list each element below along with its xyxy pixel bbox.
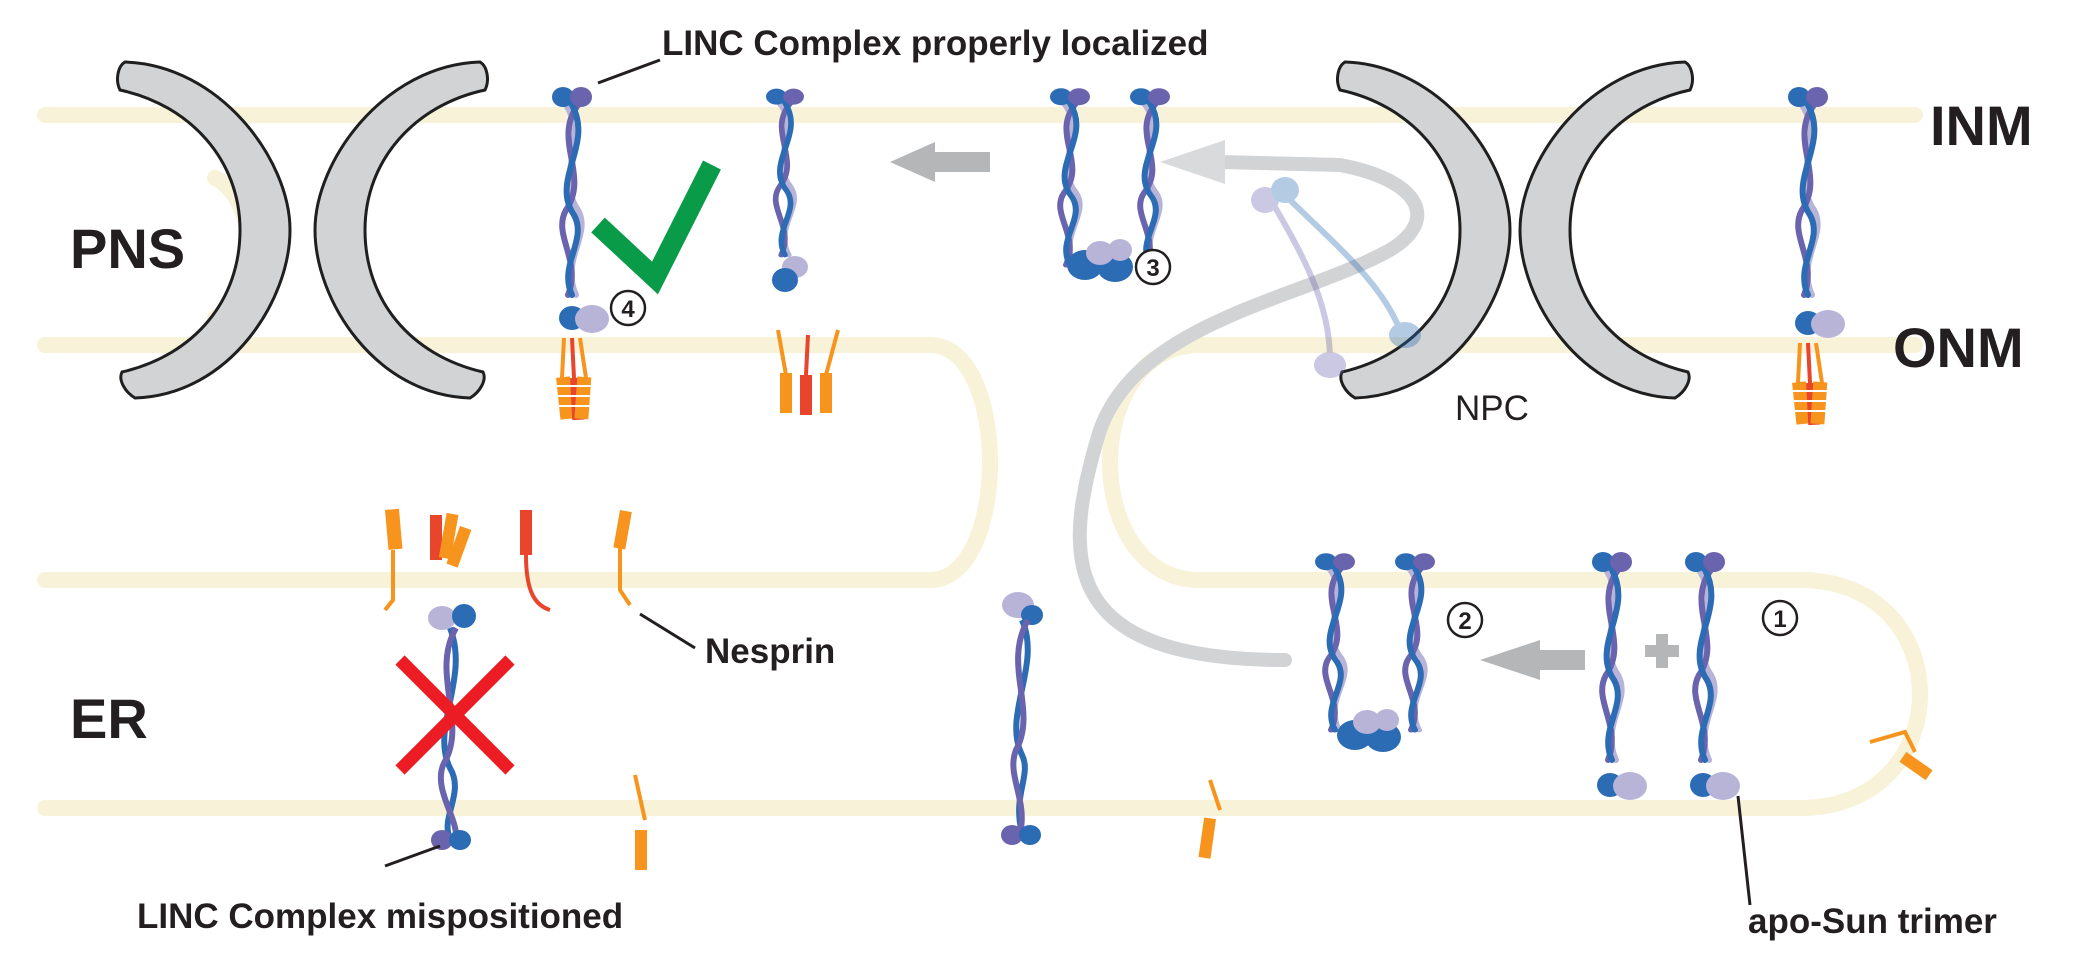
apo-sun-trimer-a (1592, 552, 1647, 800)
label-apo-sun-trimer: apo-Sun trimer (1748, 902, 1997, 941)
step-3-marker: 3 (1134, 248, 1172, 286)
label-pns: PNS (70, 217, 185, 280)
label-npc: NPC (1455, 389, 1529, 428)
label-nesprin: Nesprin (705, 632, 835, 671)
svg-text:3: 3 (1146, 255, 1159, 282)
npc-left (116, 60, 489, 400)
label-onm: ONM (1893, 316, 2024, 379)
cross-icon (395, 655, 515, 775)
npc-right (1336, 60, 1694, 400)
svg-text:1: 1 (1773, 606, 1786, 633)
sun-monomer-inm (766, 89, 808, 292)
translocating-sun-trimer (1251, 177, 1421, 378)
linc-complex-localized (548, 87, 609, 423)
plus-icon (1645, 634, 1679, 668)
check-icon (591, 160, 721, 295)
sun-u-complex-inm (1050, 88, 1170, 282)
step-1-marker: 1 (1761, 599, 1799, 637)
outer-nuclear-membrane (37, 337, 998, 588)
transport-path (1072, 155, 1425, 667)
free-nesprin-onm (776, 329, 840, 415)
step-2-marker: 2 (1446, 601, 1484, 639)
leader-lines (384, 58, 1752, 906)
step-markers: 1 2 3 4 (609, 248, 1799, 639)
left-arrow-icon (1480, 640, 1585, 680)
step-4-marker: 4 (609, 289, 647, 327)
linc-complex-right (1784, 87, 1845, 428)
linc-complex-mispositioned (428, 604, 476, 850)
left-arrow-icon (890, 142, 990, 182)
svg-text:2: 2 (1458, 608, 1471, 635)
label-linc-mispositioned: LINC Complex mispositioned (137, 897, 623, 936)
er-nesprins (383, 508, 1933, 870)
sun-trimer-er (1001, 592, 1043, 845)
label-inm: INM (1930, 94, 2033, 157)
left-arrow-icon (1160, 140, 1225, 184)
label-linc-localized: LINC Complex properly localized (662, 24, 1209, 63)
apo-sun-trimer-b (1685, 552, 1740, 800)
sun-u-complex-er (1315, 553, 1435, 752)
svg-text:4: 4 (621, 296, 635, 323)
label-er: ER (70, 687, 148, 750)
